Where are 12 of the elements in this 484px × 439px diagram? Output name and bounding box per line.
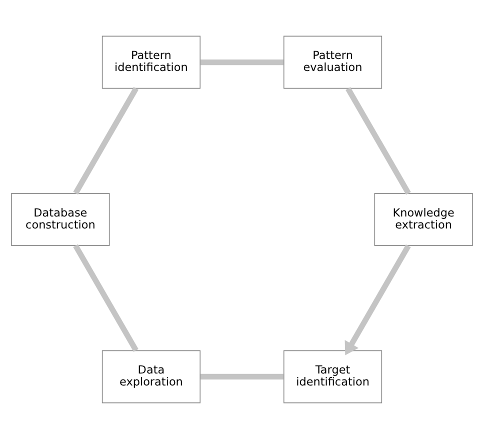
connector — [200, 374, 284, 380]
node-box: Knowledge extraction — [374, 193, 473, 246]
connector — [73, 87, 139, 195]
node-box: Pattern identification — [102, 36, 201, 89]
connector — [200, 59, 284, 66]
connector — [73, 244, 138, 352]
arrow — [344, 244, 411, 356]
node-box: Target identification — [283, 350, 382, 404]
connector — [346, 87, 411, 195]
node-box: Pattern evaluation — [283, 36, 382, 89]
node-box: Data exploration — [102, 350, 201, 404]
node-box: Database construction — [11, 193, 110, 246]
